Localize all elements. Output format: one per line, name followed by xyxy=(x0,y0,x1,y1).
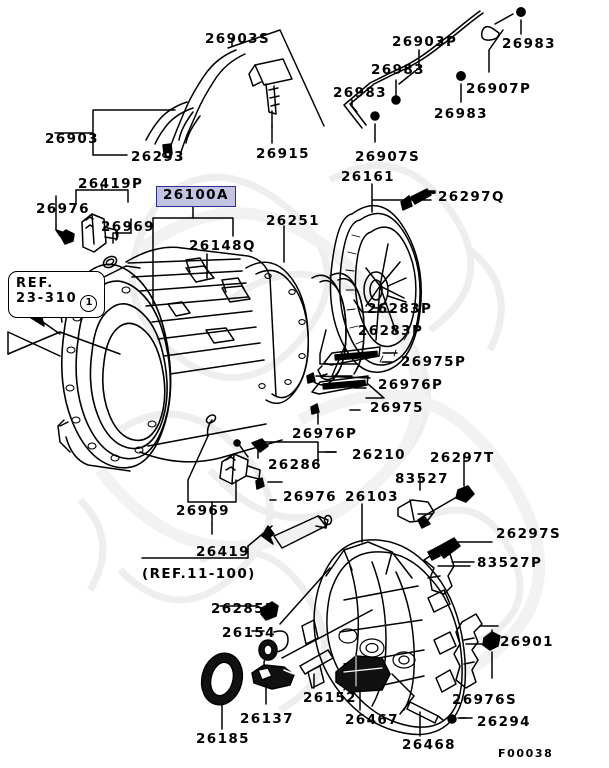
part-label: 83527 xyxy=(395,471,449,487)
part-label: 26285P xyxy=(211,601,277,617)
part-label: 26976P xyxy=(292,426,358,442)
part-label: 26975 xyxy=(370,400,424,416)
part-label: 26969 xyxy=(101,219,155,235)
part-label: 26152 xyxy=(303,690,357,706)
part-label: 26903 xyxy=(45,131,99,147)
part-label: 26251 xyxy=(266,213,320,229)
reference-box-circle-number: 1 xyxy=(80,295,98,313)
part-label: 26294 xyxy=(477,714,531,730)
part-label: 26293 xyxy=(131,149,185,165)
part-label: 26297S xyxy=(496,526,562,542)
part-label: 26467 xyxy=(345,712,399,728)
part-label: 26976 xyxy=(36,201,90,217)
part-label: 26976 xyxy=(283,489,337,505)
part-label: 26901 xyxy=(500,634,554,650)
reference-note: (REF.11-100) xyxy=(142,566,256,582)
part-label: 26903P xyxy=(392,34,458,50)
reference-box-line1: REF. xyxy=(16,276,54,291)
highlighted-part-label[interactable]: 26100A xyxy=(156,186,236,207)
part-label: 26907S xyxy=(355,149,421,165)
part-label: 26419 xyxy=(196,544,250,560)
part-label: 26283P xyxy=(358,323,424,339)
part-label: 26976S xyxy=(452,692,518,708)
part-label: 26210 xyxy=(352,447,406,463)
part-label: 26161 xyxy=(341,169,395,185)
diagram-code: F00038 xyxy=(498,747,554,760)
part-label: 26297T xyxy=(430,450,495,466)
part-label: 26983 xyxy=(333,85,387,101)
part-label: 26154 xyxy=(222,625,276,641)
part-label: 26137 xyxy=(240,711,294,727)
part-label: 26185 xyxy=(196,731,250,747)
part-label: 26915 xyxy=(256,146,310,162)
part-label: 26975P xyxy=(401,354,467,370)
part-label: 26983 xyxy=(371,62,425,78)
part-label: 26468 xyxy=(402,737,456,753)
part-label: 26297Q xyxy=(438,189,505,205)
part-label: 26983 xyxy=(434,106,488,122)
part-label: 26283P xyxy=(367,301,433,317)
part-label: 26969 xyxy=(176,503,230,519)
part-label: 26148Q xyxy=(189,238,256,254)
part-label: 26976P xyxy=(378,377,444,393)
part-label: 26903S xyxy=(205,31,271,47)
part-label: 26907P xyxy=(466,81,532,97)
part-label: 26103 xyxy=(345,489,399,505)
part-label: 26983 xyxy=(502,36,556,52)
part-label: 83527P xyxy=(477,555,543,571)
part-label: 26419P xyxy=(78,176,144,192)
part-label: 26286 xyxy=(268,457,322,473)
